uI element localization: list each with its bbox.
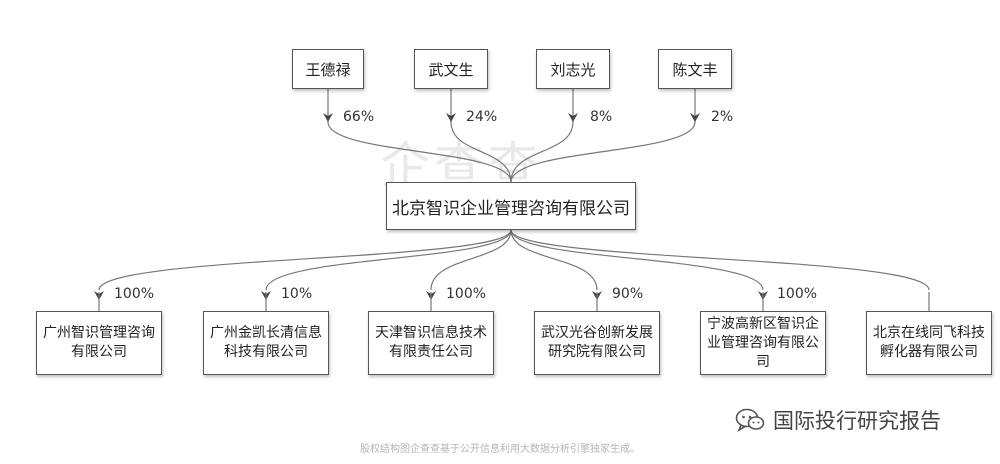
company-box-main[interactable]: 北京智识企业管理咨询有限公司 — [386, 182, 636, 230]
shareholder-box-wu-wensheng[interactable]: 武文生 — [414, 49, 488, 89]
subsidiary-connector — [265, 229, 512, 291]
shareholder-pct-label: 24% — [466, 109, 498, 125]
brand-name: 国际投行研究报告 — [773, 409, 941, 433]
arrow-head — [568, 113, 578, 122]
shareholder-connector — [450, 121, 512, 183]
subsidiary-connector — [510, 229, 930, 291]
subsidiary-box-guangzhou-zhishi[interactable]: 广州智识管理咨询有限公司 — [36, 311, 162, 375]
subsidiary-connector — [510, 229, 764, 291]
subsidiary-box-wuhan-guanggu[interactable]: 武汉光谷创新发展研究院有限公司 — [534, 311, 660, 375]
subsidiary-box-ningbo-gaoxin[interactable]: 宁波高新区智识企业管理咨询有限公司 — [700, 311, 826, 375]
subsidiary-box-beijing-zaixian[interactable]: 北京在线同飞科技孵化器有限公司 — [866, 311, 992, 375]
arrow-head — [323, 113, 333, 122]
subsidiary-pct-label: 100% — [446, 286, 487, 302]
brand-mark: 国际投行研究报告 — [735, 405, 941, 435]
shareholder-box-wang-delu[interactable]: 王德禄 — [292, 49, 364, 89]
shareholder-pct-label: 2% — [711, 109, 734, 125]
subsidiary-connector — [510, 229, 598, 291]
shareholder-connector — [510, 121, 574, 183]
footer-note: 股权结构图企查查基于公开信息利用大数据分析引擎独家生成。 — [360, 444, 640, 455]
arrow-head — [690, 113, 700, 122]
subsidiary-pct-label: 10% — [281, 286, 313, 302]
shareholder-pct-label: 8% — [590, 109, 613, 125]
wechat-icon — [735, 408, 765, 432]
arrow-head — [446, 113, 456, 122]
shareholder-pct-label: 66% — [343, 109, 375, 125]
subsidiary-connector — [98, 229, 512, 291]
subsidiary-connector — [430, 229, 512, 291]
shareholder-box-liu-zhiguang[interactable]: 刘志光 — [536, 49, 610, 89]
subsidiary-box-tianjin-zhishi[interactable]: 天津智识信息技术有限责任公司 — [368, 311, 494, 375]
subsidiary-box-guangzhou-jinkai[interactable]: 广州金凯长清信息科技有限公司 — [203, 311, 329, 375]
shareholder-box-chen-wenfeng[interactable]: 陈文丰 — [658, 49, 732, 89]
shareholder-connector — [327, 121, 512, 183]
subsidiary-pct-label: 90% — [612, 286, 644, 302]
subsidiary-pct-label: 100% — [777, 286, 818, 302]
shareholder-connector — [510, 121, 696, 183]
subsidiary-pct-label: 100% — [114, 286, 155, 302]
